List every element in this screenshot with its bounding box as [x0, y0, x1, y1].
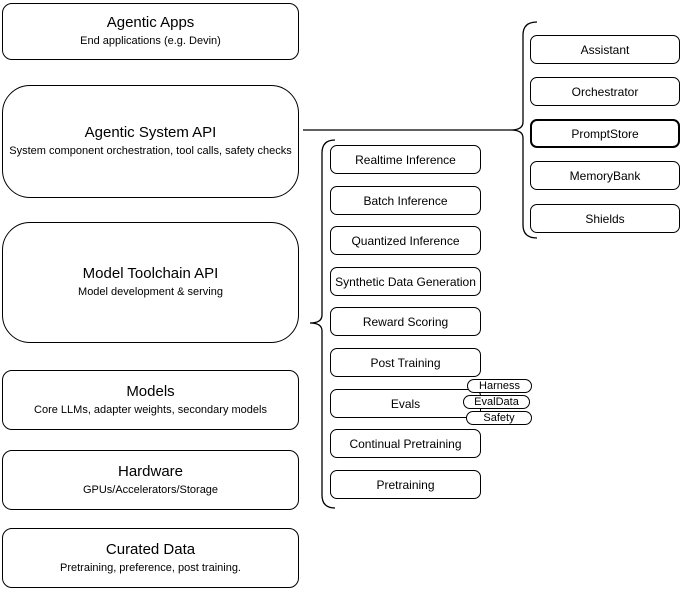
node-label: Realtime Inference: [355, 152, 456, 167]
node-memorybank: MemoryBank: [530, 161, 680, 190]
node-subtitle: GPUs/Accelerators/Storage: [82, 483, 219, 496]
node-label: Assistant: [580, 42, 630, 57]
tag-evaldata: EvalData: [463, 395, 530, 409]
node-curated-data: Curated Data Pretraining, preference, po…: [2, 528, 299, 588]
node-label: Pretraining: [376, 477, 435, 492]
node-quantized-inference: Quantized Inference: [330, 226, 481, 255]
node-title: Hardware: [117, 462, 184, 480]
node-label: Orchestrator: [571, 84, 639, 99]
node-synthetic-data-generation: Synthetic Data Generation: [330, 267, 481, 296]
node-label: Evals: [390, 396, 421, 411]
tag-label: Safety: [483, 412, 515, 424]
node-label: Continual Pretraining: [349, 436, 462, 451]
node-agentic-system-api: Agentic System API System component orch…: [2, 85, 299, 198]
node-title: Models: [126, 382, 175, 400]
node-subtitle: Pretraining, preference, post training.: [60, 561, 241, 574]
node-label: Synthetic Data Generation: [335, 274, 476, 289]
node-label: Reward Scoring: [362, 314, 449, 329]
node-continual-pretraining: Continual Pretraining: [330, 429, 481, 458]
node-shields: Shields: [530, 204, 680, 233]
node-label: PromptStore: [571, 126, 639, 141]
node-label: Shields: [585, 211, 625, 226]
node-hardware: Hardware GPUs/Accelerators/Storage: [2, 450, 299, 510]
node-label: Post Training: [370, 355, 441, 370]
tag-label: EvalData: [474, 396, 519, 408]
node-realtime-inference: Realtime Inference: [330, 145, 481, 174]
node-model-toolchain-api: Model Toolchain API Model development & …: [2, 222, 299, 343]
node-label: Batch Inference: [363, 193, 448, 208]
node-label: MemoryBank: [569, 168, 641, 183]
node-evals: Evals: [330, 389, 481, 418]
node-subtitle: End applications (e.g. Devin): [80, 35, 221, 47]
node-subtitle: Core LLMs, adapter weights, secondary mo…: [34, 403, 267, 416]
node-post-training: Post Training: [330, 348, 481, 377]
node-title: Curated Data: [105, 540, 196, 558]
node-label: Quantized Inference: [351, 233, 460, 248]
node-orchestrator: Orchestrator: [530, 77, 680, 106]
node-promptstore: PromptStore: [530, 119, 680, 148]
tag-harness: Harness: [467, 379, 532, 393]
node-agentic-apps: Agentic Apps End applications (e.g. Devi…: [2, 3, 299, 60]
node-title: Model Toolchain API: [82, 265, 219, 282]
node-batch-inference: Batch Inference: [330, 186, 481, 215]
tag-label: Harness: [479, 380, 520, 392]
node-reward-scoring: Reward Scoring: [330, 307, 481, 336]
node-assistant: Assistant: [530, 35, 680, 64]
node-models: Models Core LLMs, adapter weights, secon…: [2, 370, 299, 430]
tag-safety: Safety: [466, 411, 532, 425]
node-title: Agentic Apps: [106, 14, 195, 31]
node-subtitle: Model development & serving: [78, 286, 223, 298]
node-pretraining: Pretraining: [330, 470, 481, 499]
node-subtitle: System component orchestration, tool cal…: [9, 145, 292, 157]
node-title: Agentic System API: [84, 124, 217, 141]
